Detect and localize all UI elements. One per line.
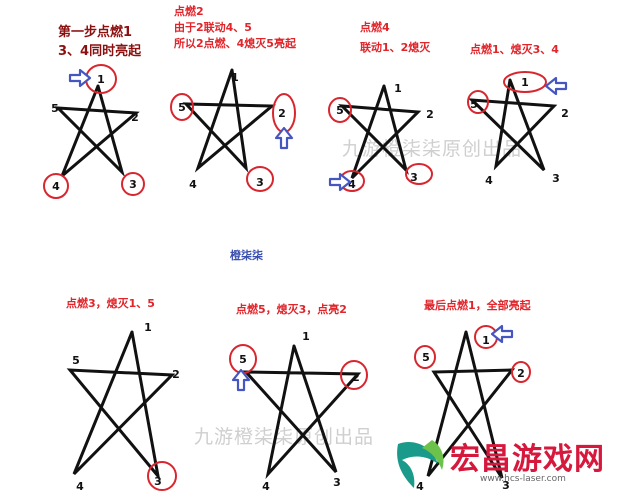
vertex-label-2: 2 xyxy=(131,111,139,124)
vertex-label-1: 1 xyxy=(394,82,402,95)
stars: 1 2 3 4 5 1 2 3 4 5 1 2 3 4 5 1 2 3 4 5 1 2 3 4 5 1 2 3 4 5 1 2 3 4 5 xyxy=(43,64,569,493)
vertex-label-5: 5 xyxy=(470,98,478,111)
star-4: 1 2 3 4 5 xyxy=(467,71,569,187)
vertex-label-1: 1 xyxy=(482,334,490,347)
highlight-circle xyxy=(414,345,436,369)
vertex-label-5: 5 xyxy=(239,353,247,366)
blue-arrow-icon xyxy=(328,172,352,192)
step3-caption: 点燃4 联动1、2熄灭 xyxy=(360,18,430,58)
highlight-circle xyxy=(503,71,547,93)
highlight-circle xyxy=(170,93,194,121)
site-logo-mark xyxy=(397,440,444,488)
highlight-circle xyxy=(340,360,368,390)
vertex-label-4: 4 xyxy=(189,178,197,191)
star-6: 1 2 3 4 5 xyxy=(229,330,368,493)
vertex-label-3: 3 xyxy=(552,172,560,185)
blue-arrow-icon xyxy=(544,76,568,96)
vertex-label-3: 3 xyxy=(502,479,510,492)
vertex-label-3: 3 xyxy=(154,475,162,488)
vertex-label-4: 4 xyxy=(76,480,84,493)
vertex-label-5: 5 xyxy=(72,354,80,367)
star-lines xyxy=(468,78,558,172)
star-1: 1 2 3 4 5 xyxy=(43,64,145,199)
caption-line: 第一步点燃1 xyxy=(58,25,133,40)
step4-caption: 点燃1、熄灭3、4 xyxy=(470,42,559,58)
vertex-label-1: 1 xyxy=(231,71,239,84)
highlight-circle xyxy=(511,361,531,383)
blue-arrow-icon xyxy=(274,126,294,150)
vertex-label-2: 2 xyxy=(517,367,525,380)
caption-line: 点燃4 xyxy=(360,21,390,34)
star-lines xyxy=(182,68,277,173)
vertex-label-2: 2 xyxy=(426,108,434,121)
vertex-label-3: 3 xyxy=(333,476,341,489)
step7-caption: 最后点燃1，全部亮起 xyxy=(424,298,531,314)
vertex-label-4: 4 xyxy=(52,180,60,193)
caption-line: 由于2联动4、5 xyxy=(174,20,252,34)
star-lines xyxy=(338,84,422,180)
site-logo: 宏昌游戏网 www.hcs-laser.com xyxy=(388,430,640,494)
vertex-label-2: 2 xyxy=(172,368,180,381)
star-5: 1 2 3 4 5 xyxy=(66,321,180,493)
caption-line: 所以2点燃、4熄灭5亮起 xyxy=(174,36,296,50)
vertex-label-5: 5 xyxy=(51,102,59,115)
vertex-label-5: 5 xyxy=(178,101,186,114)
caption-line: 最后点燃1，全部亮起 xyxy=(424,299,531,312)
star-lines xyxy=(54,84,140,178)
vertex-label-3: 3 xyxy=(410,171,418,184)
highlight-circle xyxy=(147,461,177,491)
step2-caption: 点燃2 由于2联动4、5 所以2点燃、4熄灭5亮起 xyxy=(174,4,296,52)
step5-caption: 点燃3，熄灭1、5 xyxy=(66,296,155,312)
highlight-circle xyxy=(43,173,69,199)
vertex-label-1: 1 xyxy=(302,330,310,343)
star-lines xyxy=(66,330,176,482)
highlight-circle xyxy=(121,172,145,196)
vertex-label-3: 3 xyxy=(256,176,264,189)
vertex-label-1: 1 xyxy=(144,321,152,334)
caption-line: 联动1、2熄灭 xyxy=(360,40,431,54)
caption-line: 点燃3，熄灭1、5 xyxy=(66,297,155,310)
vertex-label-2: 2 xyxy=(278,107,286,120)
middle-label: 橙柒柒 xyxy=(230,249,263,262)
vertex-label-2: 2 xyxy=(561,107,569,120)
highlight-circle xyxy=(405,163,433,185)
blue-arrow-icon xyxy=(231,368,251,392)
star-lines xyxy=(242,344,362,480)
site-name: 宏昌游戏网 xyxy=(450,442,605,477)
vertex-label-3: 3 xyxy=(129,178,137,191)
highlight-circle xyxy=(246,166,274,192)
vertex-label-4: 4 xyxy=(262,480,270,493)
caption-line: 点燃2 xyxy=(174,5,204,18)
vertex-label-1: 1 xyxy=(97,73,105,86)
blue-arrow-icon xyxy=(490,324,514,344)
vertex-label-5: 5 xyxy=(336,104,344,117)
caption-line: 点燃5，熄灭3，点亮2 xyxy=(236,303,347,316)
star-7: 1 2 3 4 5 xyxy=(414,325,531,493)
vertex-label-4: 4 xyxy=(348,178,356,191)
star-3: 1 2 3 4 5 xyxy=(328,82,434,192)
caption-line: 3、4同时亮起 xyxy=(58,43,142,59)
vertex-label-4: 4 xyxy=(416,480,424,493)
site-url: www.hcs-laser.com xyxy=(480,474,566,484)
watermark: 九游橙柒柒原创出品 xyxy=(194,426,375,448)
vertex-label-1: 1 xyxy=(521,76,529,89)
highlight-circle xyxy=(467,90,489,114)
vertex-label-2: 2 xyxy=(352,371,360,384)
vertex-label-5: 5 xyxy=(422,351,430,364)
vertex-label-4: 4 xyxy=(485,174,493,187)
blue-arrow-icon xyxy=(68,68,92,88)
star-2: 1 2 3 4 5 xyxy=(170,68,296,192)
step1-caption: 第一步点燃1 3、4同时亮起 xyxy=(58,24,141,62)
step6-caption: 点燃5，熄灭3，点亮2 xyxy=(236,302,347,318)
caption-line: 点燃1、熄灭3、4 xyxy=(470,43,559,56)
highlight-circle xyxy=(328,97,352,123)
